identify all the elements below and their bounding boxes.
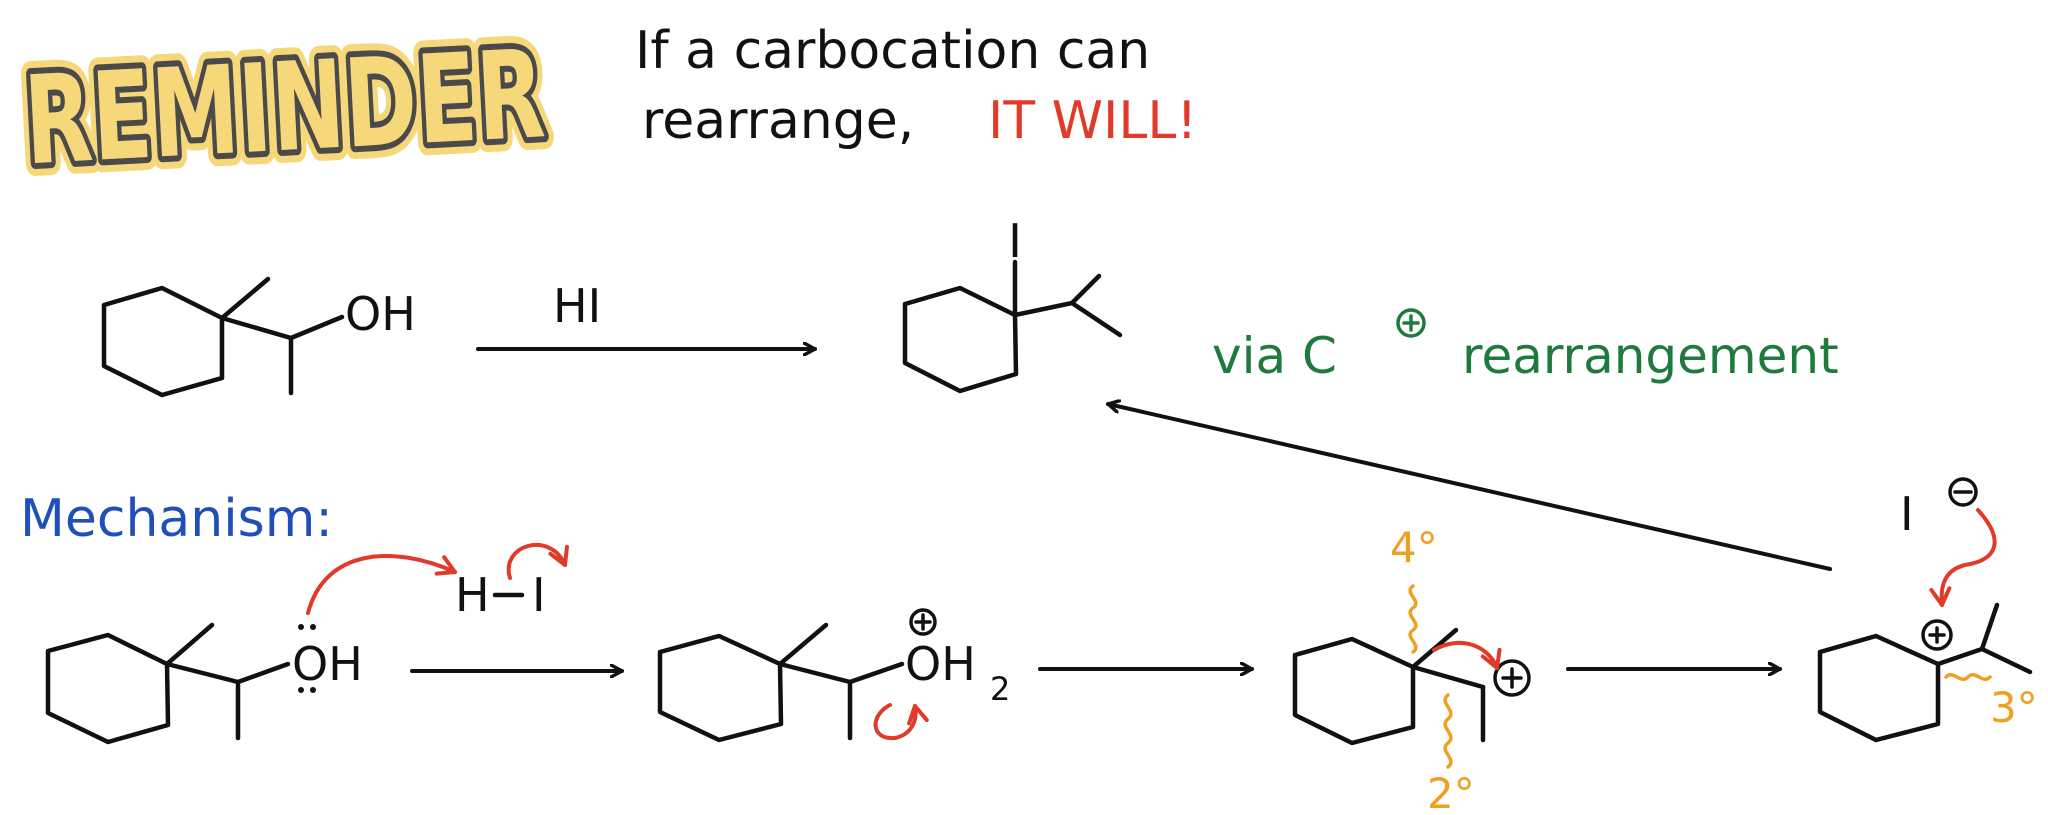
chain-bond — [219, 315, 294, 341]
positive-charge-icon — [909, 608, 937, 636]
reactant-alcohol: OH — [101, 276, 416, 398]
step4-tertiary-carbocation: 3° — [1817, 602, 2038, 743]
reminder-badge-outline: REMINDER — [21, 23, 548, 192]
curly-arrow-iodide-attack — [1929, 508, 1997, 607]
mechanism-heading: Mechanism: — [20, 489, 333, 549]
cyclohexane-ring — [101, 285, 225, 398]
isopropyl-branch-up — [1069, 273, 1102, 306]
step3-secondary-carbocation: 4° 2° — [1292, 523, 1531, 815]
cyclohexane-ring — [45, 632, 171, 745]
quaternary-squiggle — [1408, 584, 1418, 654]
cyclohexane-ring — [657, 633, 784, 743]
cyclohexane-ring — [1817, 633, 1941, 743]
acid-hydrogen-label: H — [455, 568, 490, 622]
iodide-nucleophile: I — [1900, 477, 1978, 541]
lone-pair-dot — [310, 687, 316, 693]
hydrogen-iodide: H I — [455, 568, 546, 622]
iodine-label: I — [1008, 214, 1022, 268]
curly-arrow-methyl-shift — [1432, 640, 1502, 670]
quaternary-label: 4° — [1390, 523, 1438, 572]
lone-pair-dot — [298, 624, 304, 630]
note-prefix: via C — [1212, 327, 1337, 385]
oxonium-label: OH — [905, 637, 976, 691]
c-o-bond — [847, 661, 905, 685]
curly-arrow-oh-to-h — [306, 554, 457, 615]
chain-bond — [164, 661, 241, 685]
hydroxyl-label: OH — [292, 637, 363, 691]
rearrangement-note: via C rearrangement — [1212, 308, 1839, 385]
tertiary-label: 3° — [1990, 683, 2038, 732]
hydroxyl-label: OH — [345, 287, 416, 341]
isopropyl-branch-up — [1979, 602, 2000, 652]
reminder-line-1: If a carbocation can — [635, 21, 1150, 81]
isopropyl-branch-down — [1069, 300, 1123, 338]
carbocation-plus-icon — [1396, 308, 1426, 338]
lone-pair-dot — [310, 624, 316, 630]
methyl-bond — [164, 622, 215, 667]
tertiary-squiggle — [1944, 673, 1992, 681]
acid-iodine-label: I — [532, 568, 546, 622]
product-alkyl-iodide: I — [902, 214, 1123, 394]
c-o-bond — [288, 314, 345, 341]
reminder-emphasis: IT WILL! — [988, 91, 1197, 151]
reagent-label: HI — [553, 279, 601, 333]
curly-arrow-bond-to-i — [506, 542, 569, 580]
secondary-label: 2° — [1427, 769, 1475, 815]
cyclohexane-ring — [1292, 636, 1416, 746]
chain-bond — [777, 661, 853, 685]
curly-arrow-leaving-group — [873, 703, 929, 741]
isopropyl-bond — [1012, 300, 1075, 318]
mechanism-return-arrow — [1106, 404, 1832, 571]
lone-pair-dot — [298, 687, 304, 693]
oxonium-subscript: 2 — [990, 670, 1010, 708]
positive-charge-icon — [1493, 659, 1531, 697]
step2-oxonium: OH 2 — [657, 608, 1010, 743]
secondary-squiggle — [1443, 693, 1453, 769]
positive-charge-icon — [1921, 619, 1953, 651]
methyl-bond — [219, 276, 271, 321]
reminder-badge-text: REMINDER — [21, 23, 548, 192]
step1-alcohol: OH — [45, 622, 363, 745]
note-suffix: rearrangement — [1462, 327, 1839, 385]
cyclohexane-ring — [902, 285, 1019, 394]
isopropyl-bond — [1935, 646, 1985, 667]
reminder-line-2: rearrange, — [642, 91, 914, 151]
iodide-label: I — [1900, 487, 1914, 541]
negative-charge-icon — [1948, 477, 1978, 507]
methyl-bond — [777, 622, 829, 667]
isopropyl-branch-down — [1979, 646, 2033, 675]
c-o-bond — [235, 661, 291, 685]
reminder-badge: REMINDER REMINDER REMINDER — [8, 10, 561, 205]
chain-bond — [1410, 664, 1486, 690]
